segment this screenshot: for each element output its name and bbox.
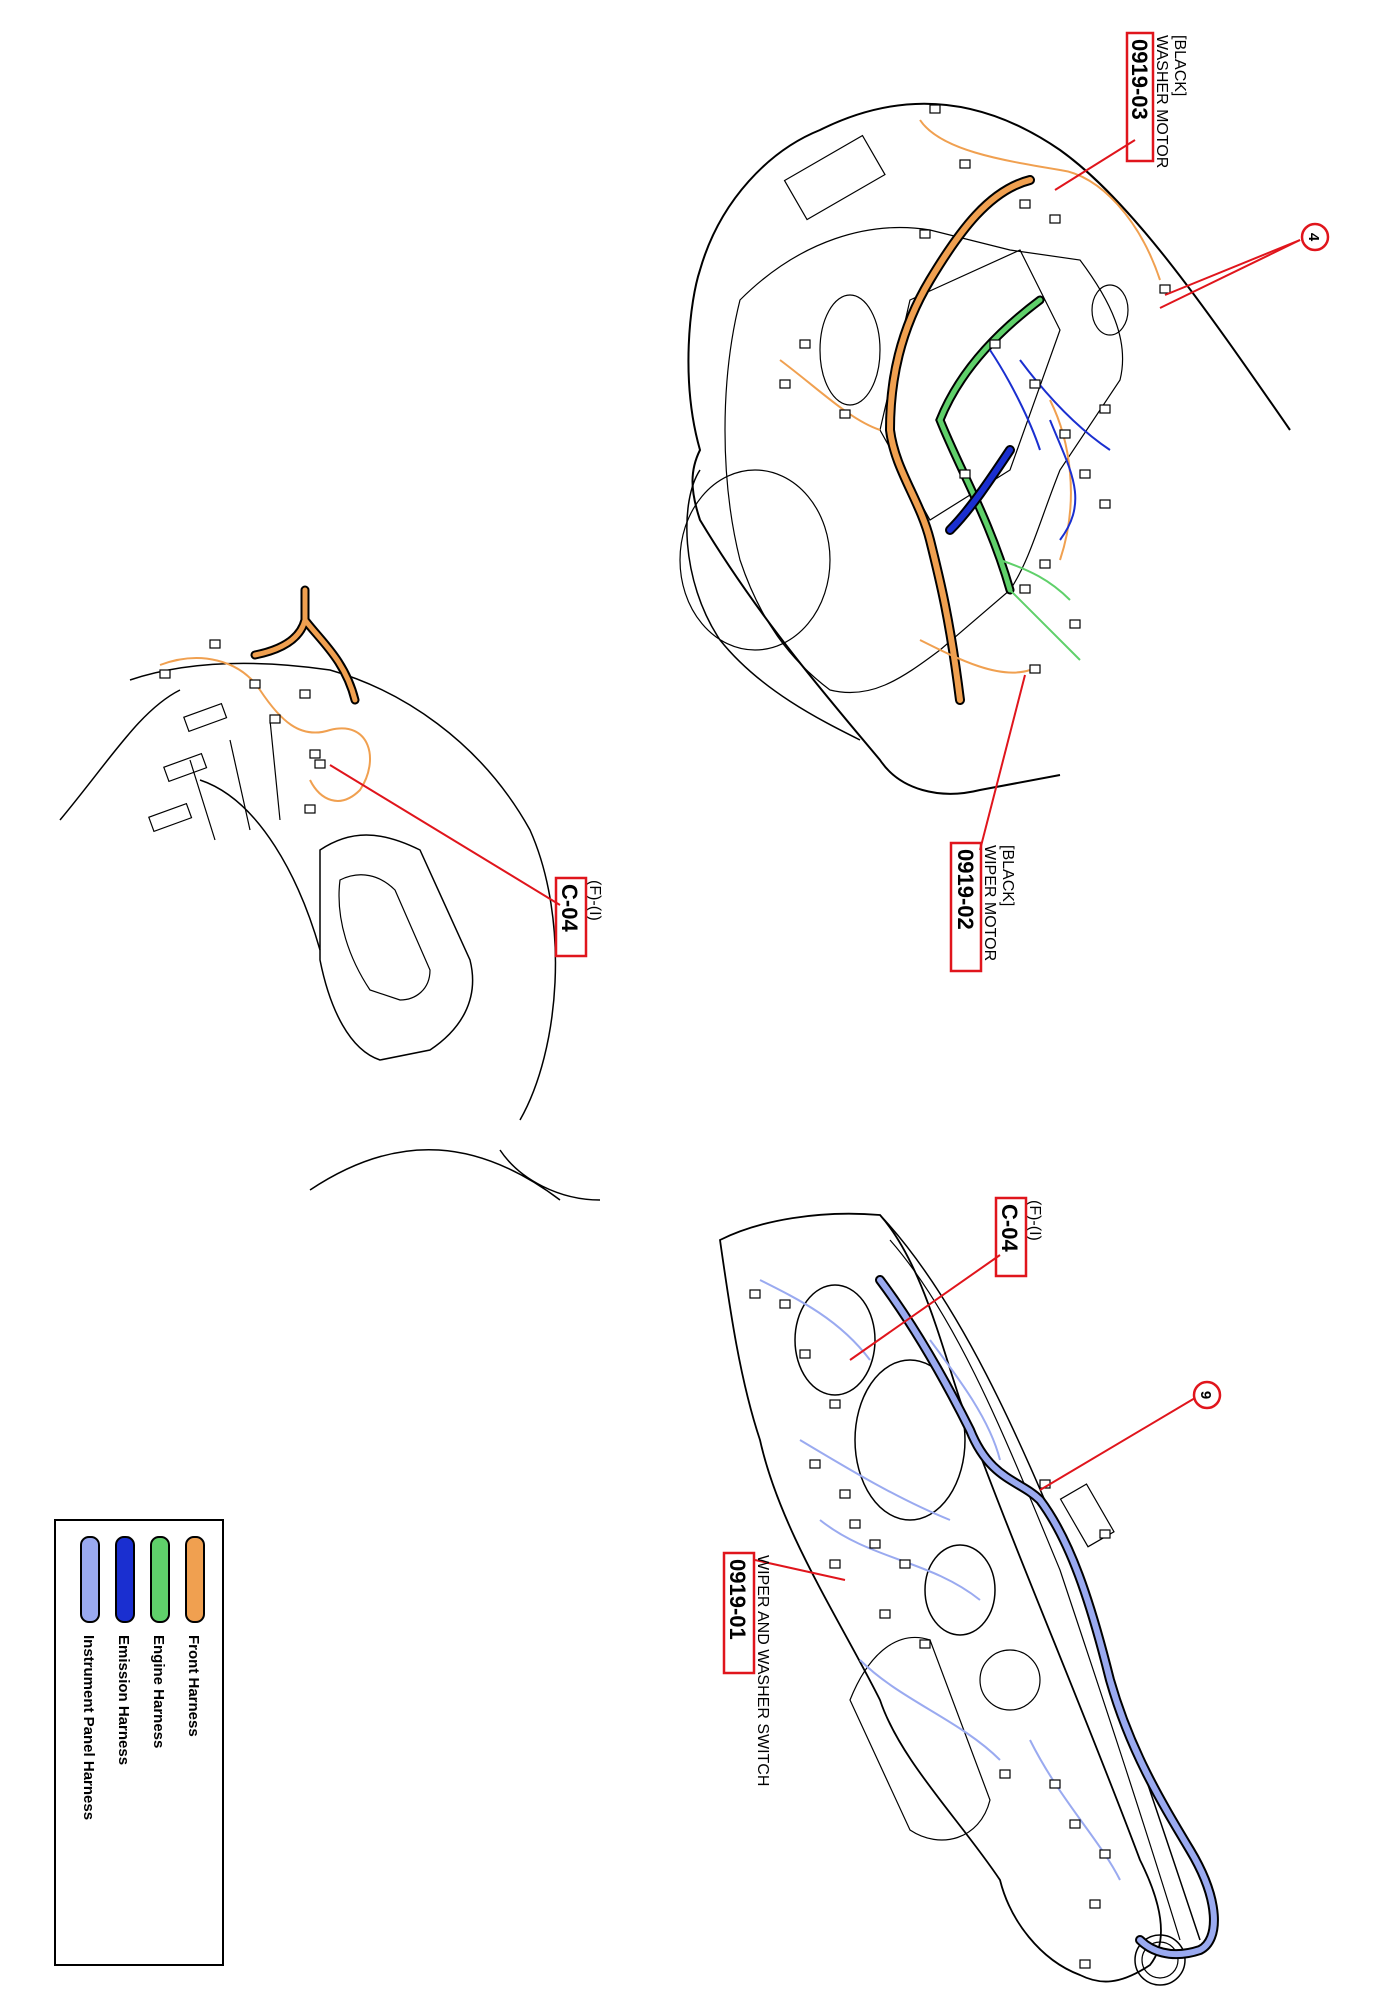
dashboard-windshield-edge: [879, 1214, 1201, 1941]
steering-column-view: (F)-(I) C-04: [59, 585, 603, 1201]
engine-bay-strut-right: [1091, 284, 1129, 336]
legend-label-3: Instrument Panel Harness: [80, 1635, 97, 1820]
column-outline-top: [129, 662, 557, 1121]
callout-9-circle: [1192, 1380, 1222, 1410]
svg-text:0919-02: 0919-02: [953, 849, 978, 930]
wiper-switch-leader: [754, 1559, 846, 1581]
svg-text:(F)-(I): (F)-(I): [586, 880, 603, 921]
engine-bay-strut-left: [819, 294, 881, 406]
svg-text:(F)-(I): (F)-(I): [1026, 1200, 1043, 1241]
legend-swatch-2: [115, 1536, 135, 1623]
column-c04-label: (F)-(I) C-04: [554, 876, 603, 958]
column-outline-bottom: [59, 689, 601, 1201]
engine-bay-battery: [783, 134, 886, 221]
front-harness-main: [884, 175, 1035, 705]
column-housing: [319, 834, 474, 1061]
column-connectors: [159, 639, 326, 814]
front-harness-branches: [779, 119, 1161, 674]
engine-bay-view: [BLACK] WASHER MOTOR 0919-03 4 0919-02 W…: [679, 31, 1330, 973]
callout-9-number: 9: [1197, 1391, 1214, 1399]
legend-label-0: Front Harness: [185, 1635, 202, 1737]
dashboard-connectors: [749, 1289, 1111, 1969]
dashboard-view: (F)-(I) C-04 9 0919-01 WIPER AND WASHER …: [719, 1196, 1222, 1986]
callout-4-circle: [1300, 222, 1330, 252]
engine-bay-fender: [686, 469, 861, 741]
legend-swatch-1: [150, 1536, 170, 1623]
svg-text:WIPER AND WASHER SWITCH: WIPER AND WASHER SWITCH: [754, 1555, 771, 1786]
callout-4-number: 4: [1305, 233, 1322, 242]
wiper-motor-leader: [979, 674, 1026, 851]
dashboard-gauge-left: [794, 1284, 876, 1396]
washer-motor-label: [BLACK] WASHER MOTOR 0919-03: [1125, 31, 1188, 168]
dashboard-gauge-right: [924, 1544, 996, 1636]
legend-label-2: Emission Harness: [115, 1635, 132, 1765]
legend-swatch-0: [185, 1536, 205, 1623]
dashboard-vent-circle: [1134, 1934, 1186, 1986]
wiper-switch-label: 0919-01 WIPER AND WASHER SWITCH: [722, 1551, 771, 1786]
svg-text:[BLACK]: [BLACK]: [999, 845, 1016, 906]
svg-text:0919-01: 0919-01: [725, 1559, 750, 1640]
dashboard-c04-label: (F)-(I) C-04: [994, 1196, 1043, 1278]
svg-text:0919-03: 0919-03: [1127, 39, 1152, 120]
svg-text:C-04: C-04: [997, 1204, 1022, 1252]
svg-text:[BLACK]: [BLACK]: [1171, 35, 1188, 96]
dashboard-outline: [719, 1212, 1162, 1983]
harness-legend: Front Harness Engine Harness Emission Harn…: [54, 1519, 224, 1966]
dashboard-c04-leader: [849, 1254, 1001, 1361]
svg-text:WASHER MOTOR: WASHER MOTOR: [1153, 35, 1170, 168]
engine-bay-connectors: [779, 104, 1171, 674]
dashboard-gauge-center: [854, 1359, 966, 1521]
column-c04-leader: [329, 764, 561, 906]
legend-label-1: Engine Harness: [150, 1635, 167, 1748]
svg-text:WIPER MOTOR: WIPER MOTOR: [981, 845, 998, 961]
legend-swatch-3: [80, 1536, 100, 1623]
engine-bay-body-outline: [687, 102, 1291, 795]
washer-motor-leader: [1054, 139, 1136, 191]
instrument-panel-harness-main: [875, 1275, 1219, 1960]
wiper-motor-label: 0919-02 WIPER MOTOR [BLACK]: [949, 841, 1016, 973]
svg-text:C-04: C-04: [557, 884, 582, 932]
engine-bay-wheel-arch: [679, 469, 831, 651]
